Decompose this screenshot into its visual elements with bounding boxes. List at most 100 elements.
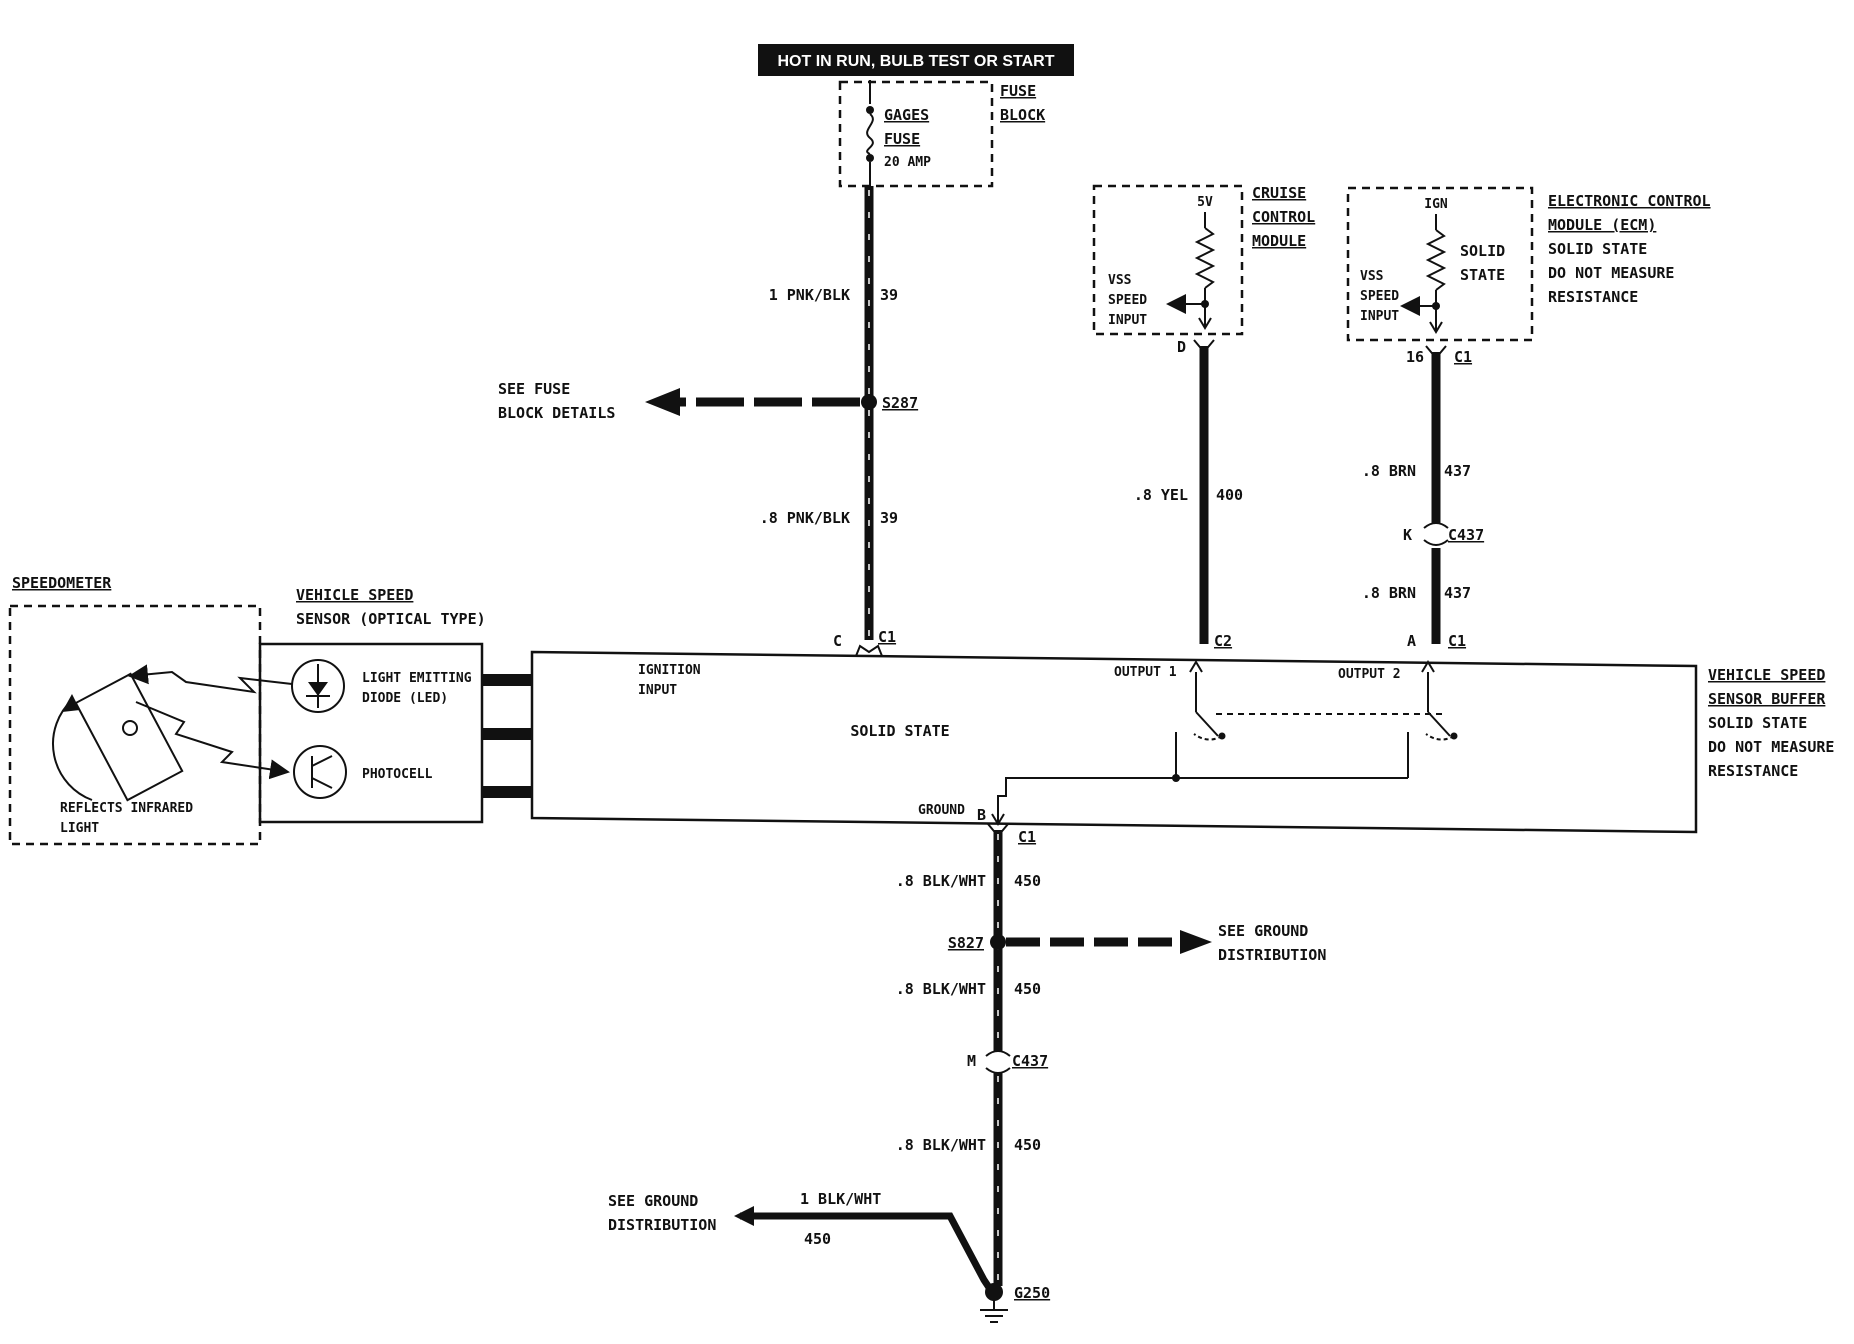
reflector-vane bbox=[74, 672, 184, 802]
ecm-title-1: ELECTRONIC CONTROL bbox=[1548, 192, 1711, 210]
arrow-left-icon bbox=[645, 388, 680, 416]
ecm-input-1: VSS bbox=[1360, 269, 1384, 284]
fuse-name-1: GAGES bbox=[884, 106, 929, 124]
buffer-c2-connector: C2 bbox=[1214, 632, 1232, 650]
ecm-note-3: RESISTANCE bbox=[1548, 288, 1638, 306]
ecm-input-2: SPEED bbox=[1360, 289, 1399, 304]
wire-39-lower-circuit: 39 bbox=[880, 509, 898, 527]
ecm-connector-c1: C1 bbox=[1454, 348, 1472, 366]
fuse-details-text-1: SEE FUSE bbox=[498, 380, 570, 398]
ecm-module: IGN VSS SPEED INPUT SOLID STATE ELECTRON… bbox=[1346, 186, 1711, 366]
ecm-supply: IGN bbox=[1424, 197, 1448, 212]
fuse-details-reference: SEE FUSE BLOCK DETAILS bbox=[498, 380, 860, 422]
svg-text:G250: G250 bbox=[1014, 1284, 1050, 1302]
buffer-title-1: VEHICLE SPEED bbox=[1708, 666, 1825, 684]
ecm-input-3: INPUT bbox=[1360, 309, 1399, 324]
buffer-note-1: SOLID STATE bbox=[1708, 714, 1807, 732]
splice-s287: S287 bbox=[861, 394, 918, 412]
ground-ref-left-1: SEE GROUND bbox=[608, 1192, 698, 1210]
arrow-right-icon bbox=[1180, 930, 1212, 954]
fuse-rating: 20 AMP bbox=[884, 155, 931, 170]
fuse-element bbox=[866, 113, 874, 155]
led-label-1: LIGHT EMITTING bbox=[362, 671, 472, 686]
power-banner: HOT IN RUN, BULB TEST OR START bbox=[758, 44, 1074, 76]
cruise-pullup-resistor bbox=[1194, 227, 1216, 289]
wire-437-upper-circuit: 437 bbox=[1444, 462, 1471, 480]
fuse-block-label-1: FUSE bbox=[1000, 82, 1036, 100]
buffer-output-2: OUTPUT 2 bbox=[1338, 667, 1401, 682]
ecm-title-2: MODULE (ECM) bbox=[1548, 216, 1656, 234]
ecm-inner-2: STATE bbox=[1460, 266, 1505, 284]
emitted-light-beam bbox=[128, 664, 293, 694]
fuse-block-label-2: BLOCK bbox=[1000, 106, 1045, 124]
wire-400-color: .8 YEL bbox=[1134, 486, 1188, 504]
vss-title-1: VEHICLE SPEED bbox=[296, 586, 413, 604]
wire-437-lower-color: .8 BRN bbox=[1362, 584, 1416, 602]
cruise-title-1: CRUISE bbox=[1252, 184, 1306, 202]
ground-ref-left-2: DISTRIBUTION bbox=[608, 1216, 716, 1234]
ecm-note-2: DO NOT MEASURE bbox=[1548, 264, 1674, 282]
speedometer-reflect-2: LIGHT bbox=[60, 821, 99, 836]
wire-450-seg1-circuit: 450 bbox=[1014, 872, 1041, 890]
speedometer-reflect-1: REFLECTS INFRARED bbox=[60, 801, 193, 816]
photocell-icon bbox=[293, 745, 347, 799]
fuse-terminal-top bbox=[866, 106, 874, 114]
buffer-pin-c-connector: C1 bbox=[878, 628, 896, 646]
ecm-pullup-resistor bbox=[1425, 229, 1447, 291]
speedometer-title: SPEEDOMETER bbox=[12, 574, 112, 592]
buffer-pin-b-connector: C1 bbox=[1018, 828, 1036, 846]
buffer-pin-a-connector: C1 bbox=[1448, 632, 1466, 650]
ground-g250: G250 bbox=[980, 1283, 1050, 1323]
buffer-pin-c: C bbox=[833, 632, 842, 650]
wire-437: .8 BRN 437 .8 BRN 437 K C437 bbox=[1362, 345, 1484, 644]
vss-buffer: C C1 C2 A C1 IGNITION INPUT SOLID STATE … bbox=[530, 628, 1834, 834]
c437-upper-pin: K bbox=[1403, 526, 1412, 544]
ecm-inner-1: SOLID bbox=[1460, 242, 1505, 260]
reflected-light-beam bbox=[135, 701, 290, 780]
buffer-ground-label: GROUND bbox=[918, 803, 965, 818]
buffer-ignition-2: INPUT bbox=[638, 683, 677, 698]
wire-400-circuit: 400 bbox=[1216, 486, 1243, 504]
wire-450-branch-color: 1 BLK/WHT bbox=[800, 1190, 881, 1208]
c437-lower-connector: C437 bbox=[1012, 1052, 1048, 1070]
wire-450-branch-circuit: 450 bbox=[804, 1230, 831, 1248]
cruise-title-3: MODULE bbox=[1252, 232, 1306, 250]
led-icon bbox=[291, 659, 345, 713]
cruise-title-2: CONTROL bbox=[1252, 208, 1315, 226]
wire-39-lower-color: .8 PNK/BLK bbox=[760, 509, 850, 527]
ground-ref-right-1: SEE GROUND bbox=[1218, 922, 1308, 940]
c437-lower-pin: M bbox=[967, 1052, 976, 1070]
wire-450-seg2-color: .8 BLK/WHT bbox=[896, 980, 986, 998]
photocell-label: PHOTOCELL bbox=[362, 767, 433, 782]
wire-437-lower-circuit: 437 bbox=[1444, 584, 1471, 602]
cruise-supply: 5V bbox=[1197, 195, 1213, 210]
wire-400: .8 YEL 400 bbox=[1134, 339, 1243, 644]
ground-ref-right-2: DISTRIBUTION bbox=[1218, 946, 1326, 964]
buffer-pin-b: B bbox=[977, 806, 986, 824]
led-label-2: DIODE (LED) bbox=[362, 691, 448, 706]
cruise-input-2: SPEED bbox=[1108, 293, 1147, 308]
speedometer: SPEEDOMETER REFLECTS INFRARED LIGHT bbox=[8, 574, 262, 846]
wire-450-seg3-color: .8 BLK/WHT bbox=[896, 1136, 986, 1154]
wire-450-seg2-circuit: 450 bbox=[1014, 980, 1041, 998]
cruise-input-3: INPUT bbox=[1108, 313, 1147, 328]
output-1-switch bbox=[1195, 711, 1219, 737]
buffer-ignition-1: IGNITION bbox=[638, 663, 701, 678]
wire-450-seg3-circuit: 450 bbox=[1014, 1136, 1041, 1154]
wire-39: 1 PNK/BLK 39 .8 PNK/BLK 39 bbox=[760, 186, 898, 640]
rotation-arrow-icon bbox=[52, 699, 93, 801]
buffer-output-1: OUTPUT 1 bbox=[1114, 665, 1177, 680]
buffer-note-3: RESISTANCE bbox=[1708, 762, 1798, 780]
wire-39-upper-circuit: 39 bbox=[880, 286, 898, 304]
wire-437-upper-color: .8 BRN bbox=[1362, 462, 1416, 480]
wire-39-upper-color: 1 PNK/BLK bbox=[769, 286, 850, 304]
fuse-terminal-bottom bbox=[866, 154, 874, 162]
arrow-left-icon bbox=[734, 1206, 754, 1226]
svg-text:HOT IN RUN, BULB TEST OR START: HOT IN RUN, BULB TEST OR START bbox=[777, 53, 1054, 70]
vehicle-speed-sensor: VEHICLE SPEED SENSOR (OPTICAL TYPE) LIGH… bbox=[128, 586, 532, 824]
ground-distribution-reference-left: 1 BLK/WHT 450 SEE GROUND DISTRIBUTION bbox=[608, 1190, 995, 1294]
c437-upper-connector: C437 bbox=[1448, 526, 1484, 544]
output-2-switch bbox=[1427, 711, 1451, 737]
fuse-details-text-2: BLOCK DETAILS bbox=[498, 404, 615, 422]
